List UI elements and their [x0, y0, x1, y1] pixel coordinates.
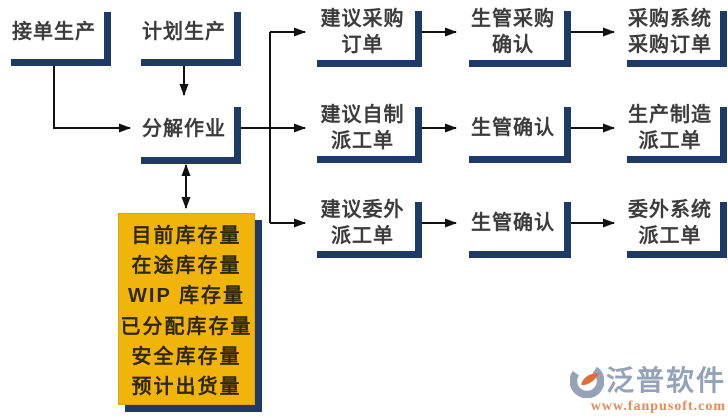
node-label: 委外系统	[628, 199, 712, 221]
node-label: 分解作业	[142, 117, 226, 140]
node-label: 确认	[492, 34, 534, 56]
fanpu-logo-row: 泛普软件	[569, 364, 726, 398]
node-outsource-dispatch: 委外系统 派工单	[620, 195, 720, 251]
node-suggest-purchase-order: 建议采购 订单	[310, 4, 415, 60]
node-label: 生管确认	[471, 212, 555, 234]
node-order-production: 接单生产	[4, 5, 104, 59]
node-production-dispatch: 生产制造 派工单	[620, 100, 720, 156]
node-label: 生产制造	[628, 104, 712, 126]
node-suggest-inhouse-dispatch: 建议自制 派工单	[310, 100, 415, 156]
fanpu-brand-text: 泛普软件	[605, 365, 726, 396]
node-label: 派工单	[638, 225, 702, 247]
node-label: 派工单	[331, 130, 394, 152]
node-label: 建议采购	[320, 8, 405, 30]
node-label: 订单	[341, 34, 384, 56]
inventory-box: 目前库存量 在途库存量 WIP 库存量 已分配库存量 安全库存量 预计出货量	[118, 213, 255, 405]
node-pm-confirm-outsource: 生管确认	[462, 195, 564, 251]
node-pm-purchase-confirm: 生管采购 确认	[462, 4, 564, 60]
node-label: 接单生产	[12, 21, 96, 43]
fanpu-logo: 泛普软件 www.fanpusoft.com	[569, 364, 726, 414]
node-label: 派工单	[331, 225, 394, 247]
node-label: 采购订单	[628, 34, 712, 56]
inventory-item: WIP 库存量	[128, 285, 245, 308]
node-label: 建议自制	[320, 104, 405, 126]
inventory-item: 已分配库存量	[120, 315, 253, 338]
node-pm-confirm-inhouse: 生管确认	[462, 100, 564, 156]
node-label: 生管采购	[471, 8, 555, 30]
node-planned-production: 计划生产	[134, 5, 234, 59]
node-purchase-system-order: 采购系统 采购订单	[620, 4, 720, 60]
inventory-item: 预计出货量	[131, 376, 242, 399]
node-label: 采购系统	[628, 8, 712, 30]
fanpu-logo-icon	[569, 366, 604, 398]
node-label: 生管确认	[471, 117, 555, 139]
node-label: 计划生产	[142, 21, 226, 43]
inventory-item: 在途库存量	[131, 254, 242, 277]
inventory-item: 目前库存量	[131, 224, 242, 247]
inventory-item: 安全库存量	[131, 345, 242, 368]
fanpu-url-text[interactable]: www.fanpusoft.com	[590, 399, 726, 414]
node-suggest-outsource-dispatch: 建议委外 派工单	[310, 195, 415, 251]
node-label: 派工单	[638, 130, 702, 152]
node-decompose-job: 分解作业	[134, 100, 234, 157]
node-label: 建议委外	[320, 199, 405, 221]
